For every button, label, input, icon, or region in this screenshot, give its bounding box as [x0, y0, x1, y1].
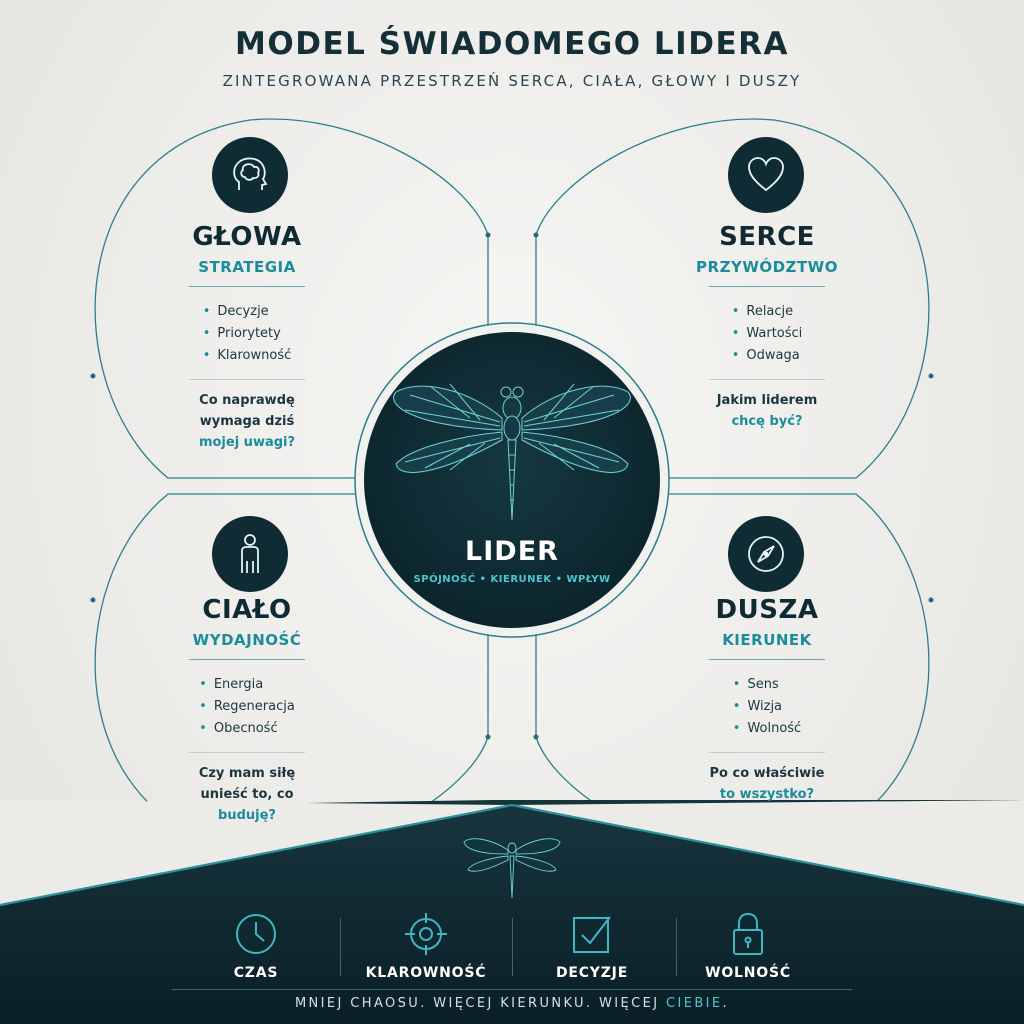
- page-subtitle: ZINTEGROWANA PRZESTRZEŃ SERCA, CIAŁA, GŁ…: [222, 72, 802, 90]
- clock-icon: [236, 914, 276, 954]
- serce-subtitle: PRZYWÓDZTWO: [696, 258, 838, 276]
- list-item: Energia: [199, 674, 295, 696]
- serce-section: SERCE PRZYWÓDZTWO Relacje Wartości Odwag…: [667, 222, 867, 432]
- tagline-divider: [172, 989, 852, 990]
- footer-band-edge: [0, 803, 1024, 907]
- list-item: Wolność: [733, 718, 801, 740]
- separator: [340, 918, 341, 976]
- list-item: Priorytety: [203, 323, 292, 345]
- dusza-title: DUSZA: [715, 595, 819, 625]
- petal-nodes: [90, 232, 934, 740]
- list-item: Wizja: [733, 696, 801, 718]
- heart-icon: [748, 157, 784, 192]
- divider: [709, 379, 825, 380]
- feature-label: DECYZJE: [555, 965, 629, 981]
- divider: [189, 752, 305, 753]
- page-title: MODEL ŚWIADOMEGO LIDERA: [235, 26, 789, 62]
- divider: [189, 379, 305, 380]
- center-subtitle: SPÓJNOŚĆ • KIERUNEK • WPŁYW: [413, 574, 611, 585]
- serce-items: Relacje Wartości Odwaga: [732, 301, 803, 367]
- serce-question: Jakim liderem chcę być?: [716, 393, 818, 429]
- footer-band-light: [0, 800, 512, 905]
- divider: [189, 659, 305, 660]
- dusza-section: DUSZA KIERUNEK Sens Wizja Wolność Po co …: [667, 595, 867, 805]
- center-title: LIDER: [465, 536, 559, 567]
- dusza-subtitle: KIERUNEK: [722, 631, 812, 649]
- footer-band-light-right: [512, 800, 1024, 905]
- padlock-icon: [733, 912, 763, 955]
- feature-label: WOLNOŚĆ: [705, 965, 791, 981]
- glowa-petal-outline: [94, 118, 489, 479]
- feature-klarownosc: KLAROWNOŚĆ: [351, 905, 501, 981]
- brain-head-icon: [233, 157, 268, 190]
- separator: [676, 918, 677, 976]
- list-item: Regeneracja: [199, 696, 295, 718]
- list-item: Wartości: [732, 323, 802, 345]
- serce-petal-outline: [535, 118, 930, 479]
- glowa-items: Decyzje Priorytety Klarowność: [203, 301, 292, 367]
- divider: [709, 286, 825, 287]
- divider: [189, 286, 305, 287]
- dragonfly-small-icon: [463, 838, 561, 899]
- cialo-title: CIAŁO: [202, 595, 292, 625]
- list-item: Relacje: [732, 301, 803, 323]
- dragonfly-icon: [393, 383, 631, 521]
- target-icon: [405, 913, 447, 955]
- divider: [709, 659, 825, 660]
- glowa-title: GŁOWA: [192, 222, 302, 252]
- feature-czas: CZAS: [181, 905, 331, 981]
- person-icon: [241, 534, 259, 573]
- list-item: Decyzje: [203, 301, 292, 323]
- divider: [709, 752, 825, 753]
- dusza-items: Sens Wizja Wolność: [733, 674, 801, 740]
- cialo-question: Czy mam siłę unieść to, co buduję?: [198, 766, 296, 823]
- footer-tagline: MNIEJ CHAOSU. WIĘCEJ KIERUNKU. WIĘCEJ CI…: [294, 996, 730, 1011]
- cialo-section: CIAŁO WYDAJNOŚĆ Energia Regeneracja Obec…: [147, 595, 347, 826]
- dusza-icon-circle: [728, 516, 804, 592]
- footer-band-peak: [0, 810, 1024, 1024]
- glowa-subtitle: STRATEGIA: [198, 258, 296, 276]
- feature-label: CZAS: [233, 965, 279, 981]
- checkbox-icon: [573, 916, 611, 953]
- cialo-items: Energia Regeneracja Obecność: [199, 674, 295, 740]
- feature-wolnosc: WOLNOŚĆ: [673, 905, 823, 981]
- dusza-question: Po co właściwie to wszystko?: [709, 766, 825, 802]
- glowa-section: GŁOWA STRATEGIA Decyzje Priorytety Klaro…: [147, 222, 347, 453]
- separator: [512, 918, 513, 976]
- list-item: Odwaga: [732, 345, 803, 367]
- cialo-subtitle: WYDAJNOŚĆ: [192, 631, 302, 649]
- cialo-icon-circle: [212, 516, 288, 592]
- serce-icon-circle: [728, 137, 804, 213]
- list-item: Obecność: [199, 718, 295, 740]
- compass-icon: [748, 536, 784, 572]
- list-item: Sens: [733, 674, 801, 696]
- list-item: Klarowność: [203, 345, 291, 367]
- feature-label: KLAROWNOŚĆ: [365, 965, 487, 981]
- glowa-question: Co naprawdę wymaga dziś mojej uwagi?: [198, 393, 296, 450]
- glowa-icon-circle: [212, 137, 288, 213]
- feature-decyzje: DECYZJE: [517, 905, 667, 981]
- serce-title: SERCE: [719, 222, 815, 252]
